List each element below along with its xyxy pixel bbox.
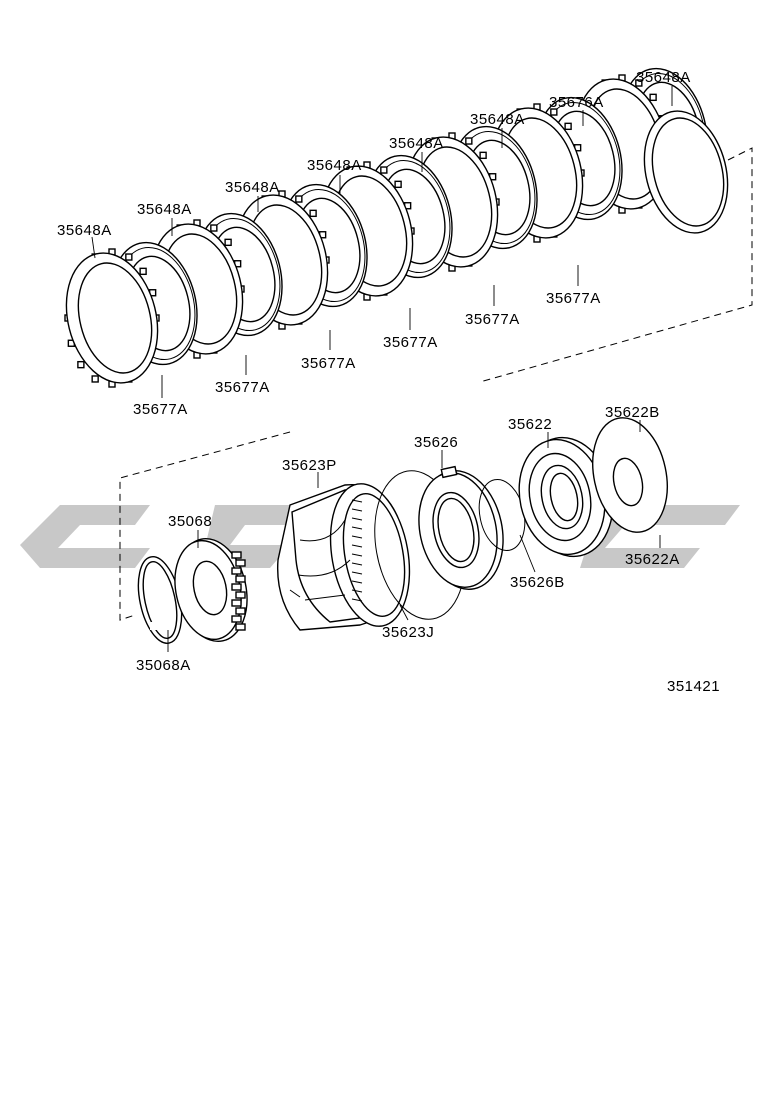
drum-spline <box>351 562 363 566</box>
hub-tooth <box>235 623 246 631</box>
label-35648A: 35648A <box>57 222 112 239</box>
label-35677A: 35677A <box>546 290 601 307</box>
drum-spline <box>351 544 363 548</box>
label-35626B: 35626B <box>510 574 565 591</box>
snap-ring-35068A <box>137 556 183 644</box>
drum-spline <box>351 598 363 602</box>
drum-spline <box>351 535 363 539</box>
drum-spline <box>351 571 363 575</box>
hub-tooth <box>231 615 242 623</box>
seal-35622B <box>612 457 644 507</box>
drum-spline <box>351 499 363 503</box>
label-35676A: 35676A <box>549 94 604 111</box>
hub-tooth <box>235 559 246 567</box>
drum-spline <box>351 580 363 584</box>
drum-spline <box>351 553 363 557</box>
label-35677A: 35677A <box>133 401 188 418</box>
hub-tooth <box>231 583 242 591</box>
drum-spline <box>351 508 363 512</box>
clutch-drum-35623P <box>276 483 411 631</box>
leader-lines <box>91 86 673 652</box>
assembly-lines <box>119 147 753 621</box>
drum-spline <box>351 517 363 521</box>
clutch-disc-stack <box>64 67 729 388</box>
label-35622A: 35622A <box>625 551 680 568</box>
diagram-id: 351421 <box>667 678 720 695</box>
drum-spline <box>351 589 363 593</box>
label-35068: 35068 <box>168 513 212 530</box>
label-35677A: 35677A <box>215 379 270 396</box>
hub-tooth <box>235 575 246 583</box>
label-35648A: 35648A <box>225 179 280 196</box>
drum-spline <box>351 526 363 530</box>
disc-ring <box>651 117 725 227</box>
label-35677A: 35677A <box>383 334 438 351</box>
hub-tooth <box>231 551 242 559</box>
part-labels: 35648A 35648A 35648A 35648A 35648A 35648… <box>57 69 720 695</box>
label-35648A: 35648A <box>636 69 691 86</box>
piston-35626 <box>418 465 504 590</box>
label-35623J: 35623J <box>382 624 434 641</box>
label-35623P: 35623P <box>282 457 337 474</box>
label-35648A: 35648A <box>470 111 525 128</box>
hub-tooth <box>235 607 246 615</box>
hub-tooth <box>231 567 242 575</box>
label-35648A: 35648A <box>137 201 192 218</box>
label-35648A: 35648A <box>307 157 362 174</box>
label-35648A: 35648A <box>389 135 444 152</box>
disc-ring <box>77 262 153 374</box>
label-35068A: 35068A <box>136 657 191 674</box>
label-35622: 35622 <box>508 416 552 433</box>
label-35677A: 35677A <box>465 311 520 328</box>
hub-tooth <box>235 591 246 599</box>
label-35622B: 35622B <box>605 404 660 421</box>
label-35626: 35626 <box>414 434 458 451</box>
hub-tooth <box>231 599 242 607</box>
label-35677A: 35677A <box>301 355 356 372</box>
